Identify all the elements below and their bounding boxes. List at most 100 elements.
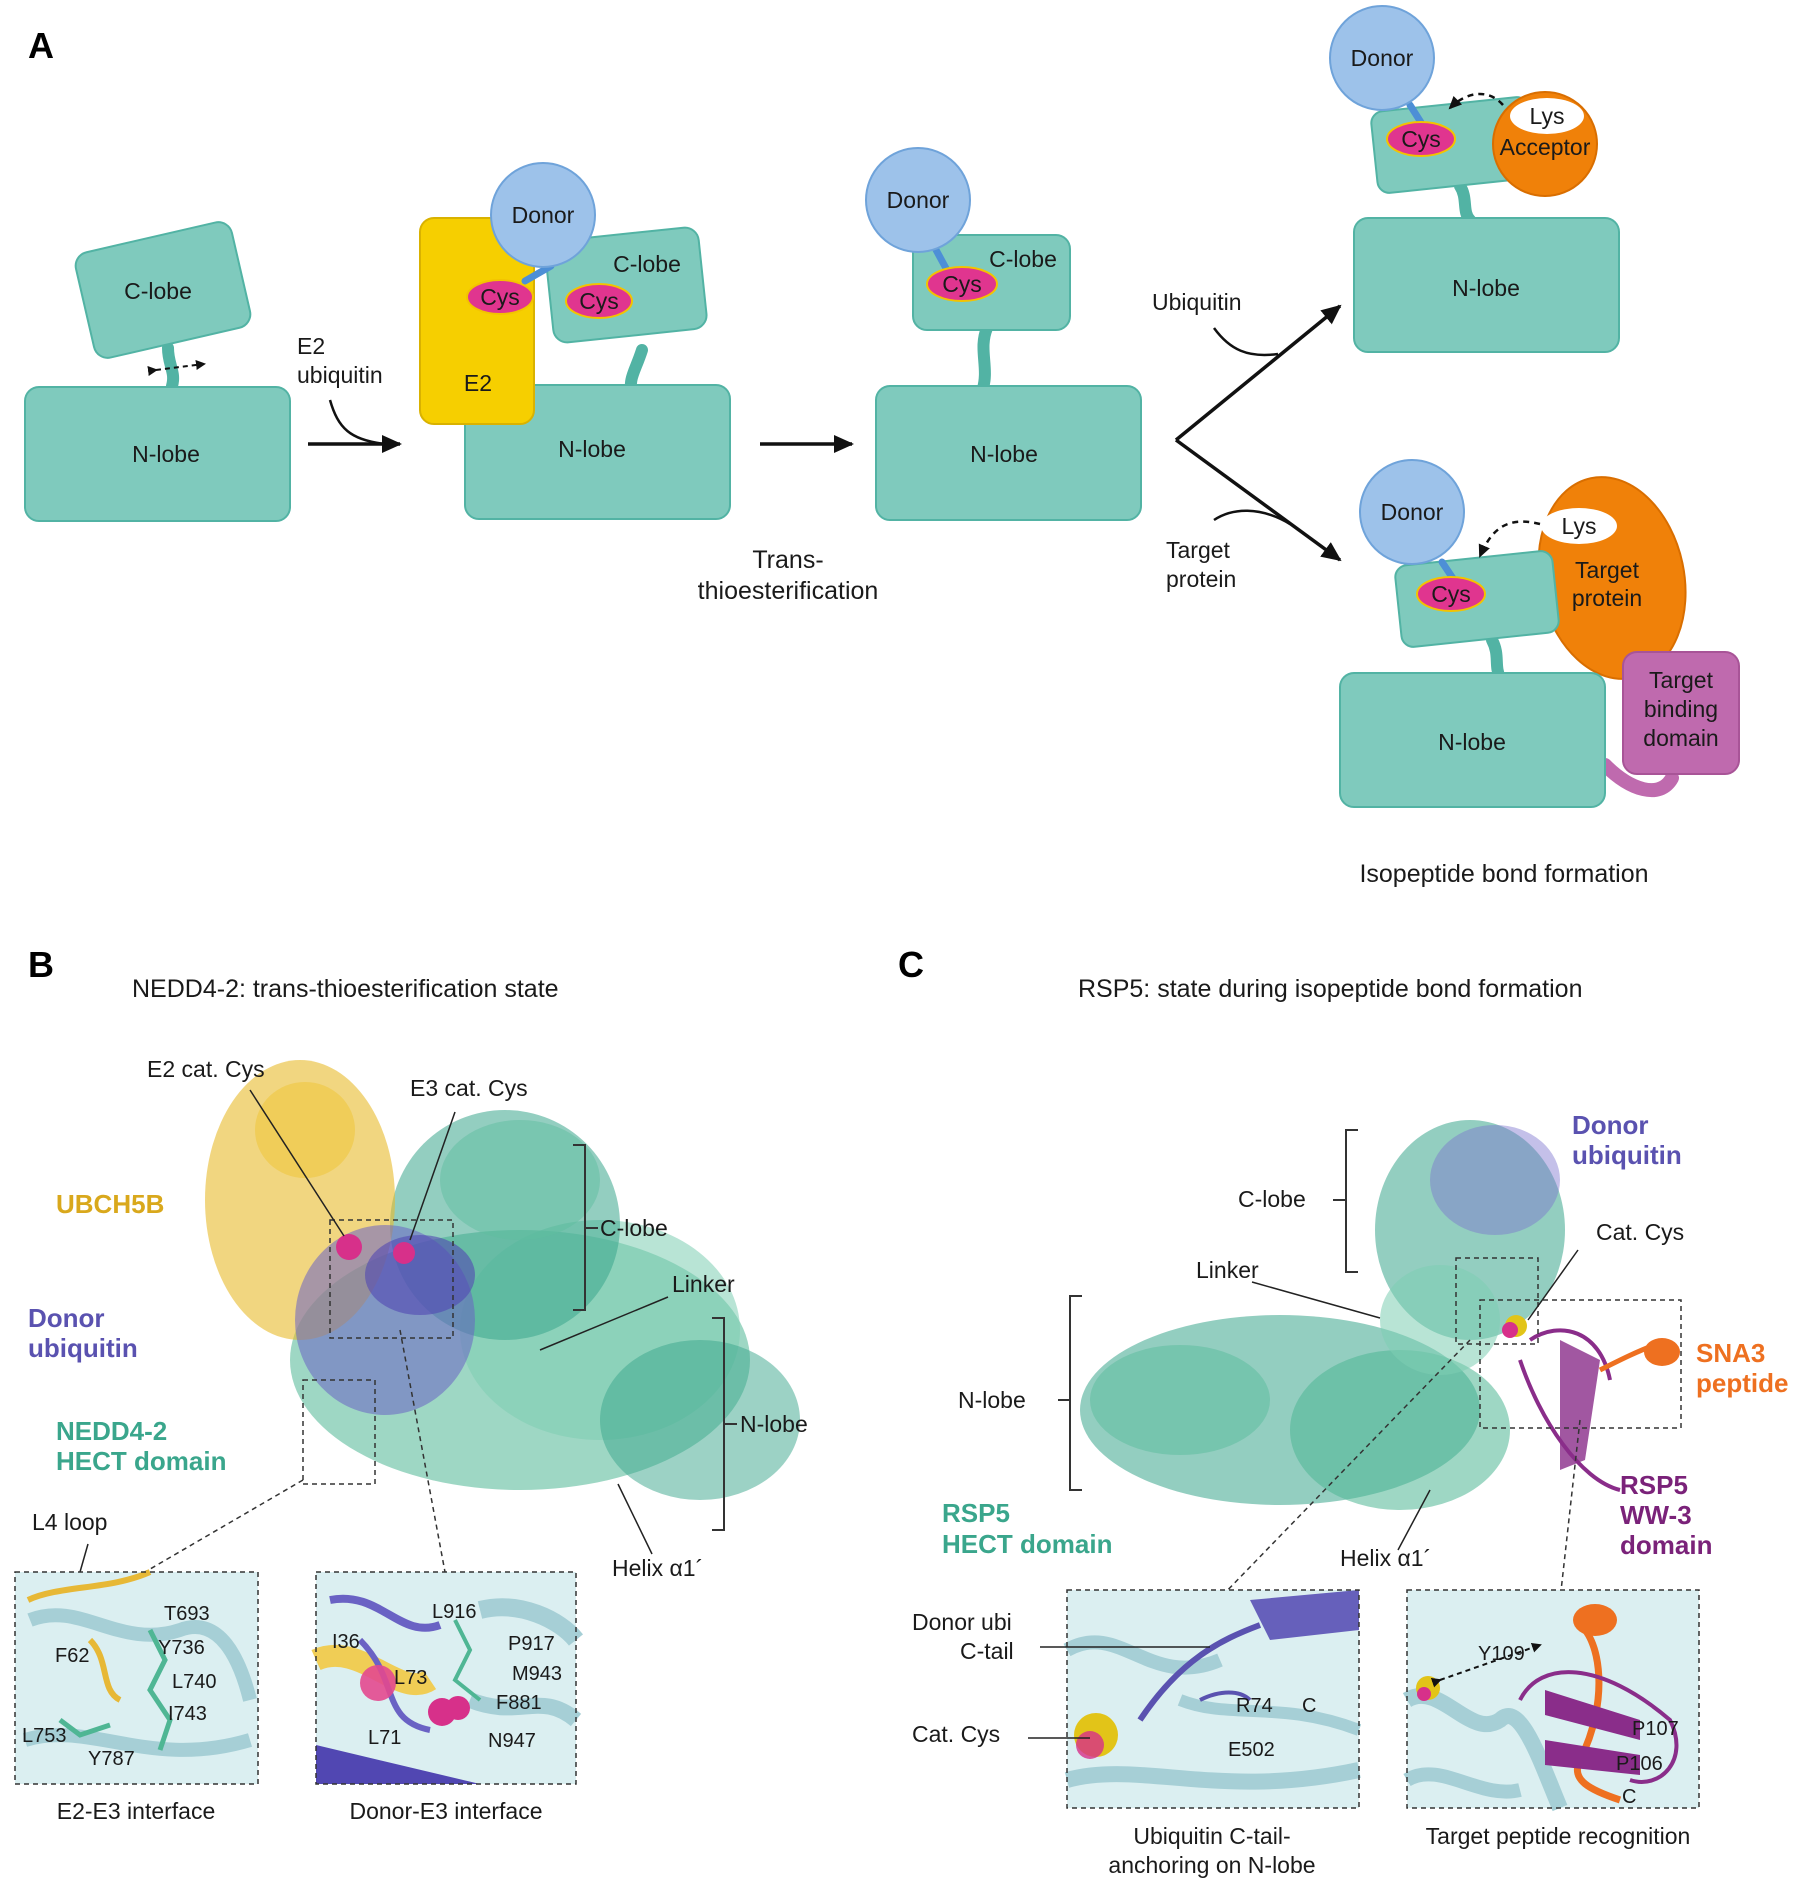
stage4b-n-lobe <box>1339 672 1606 808</box>
panel-c-title: RSP5: state during isopeptide bond forma… <box>1078 975 1582 1003</box>
arrow-e2-ubiquitin: E2 ubiquitin <box>297 333 402 453</box>
b-inset1-label-1: Y736 <box>158 1637 205 1659</box>
b-inset2-label-0: L916 <box>432 1601 477 1623</box>
b-inset1-label-5: L753 <box>22 1725 67 1747</box>
stage1-n-lobe <box>24 386 291 522</box>
b-inset2-label-1: I36 <box>332 1631 360 1653</box>
stage2-e2-cys-label: Cys <box>480 284 520 310</box>
c-cat-cys-2-label: Cat. Cys <box>912 1721 1000 1747</box>
c-inset2-caption: Target peptide recognition <box>1426 1823 1691 1849</box>
sna3-label-1: SNA3 <box>1696 1338 1765 1368</box>
b-inset1-label-6: Y787 <box>88 1748 135 1770</box>
panel-b-title: NEDD4-2: trans-thioesterification state <box>132 975 559 1003</box>
stage4a-n-lobe <box>1353 217 1620 353</box>
binding-label-3: domain <box>1643 725 1718 751</box>
l4-loop-label: L4 loop <box>32 1509 107 1535</box>
c-cat-cys-label: Cat. Cys <box>1596 1219 1684 1245</box>
stage3-n-lobe-label: N-lobe <box>970 441 1038 467</box>
panel-a-letter: A <box>28 25 54 66</box>
ww-label-3: domain <box>1620 1530 1712 1560</box>
b-inset2-label-5: F881 <box>496 1692 542 1714</box>
target-branch-label-2: protein <box>1166 566 1236 592</box>
donor-ubiquitin-label-2: ubiquitin <box>28 1333 138 1363</box>
c-donor-label-1: Donor <box>1572 1110 1649 1140</box>
stage1-c-lobe-label: C-lobe <box>124 278 192 304</box>
c-donor-label-2: ubiquitin <box>1572 1140 1682 1170</box>
isopeptide-caption: Isopeptide bond formation <box>1359 860 1648 888</box>
stage4a-acceptor-label: Acceptor <box>1500 134 1591 160</box>
stage4b-n-lobe-label: N-lobe <box>1438 729 1506 755</box>
b-inset1-label-2: F62 <box>55 1645 89 1667</box>
stage4a-donor-label: Donor <box>1351 45 1414 71</box>
stage2-donor-label: Donor <box>512 202 575 228</box>
stage2-e2 <box>419 217 535 425</box>
c-inset1-caption-1: Ubiquitin C-tail- <box>1133 1823 1290 1849</box>
stage1-n-lobe-label: N-lobe <box>132 441 200 467</box>
nedd4-label-2: HECT domain <box>56 1446 226 1476</box>
stage4b-binding-domain <box>1622 651 1740 775</box>
b-inset2-label-7: N947 <box>488 1730 536 1752</box>
stage1-c-lobe <box>74 221 252 359</box>
stage3-hect: C-lobe N-lobe Donor Cys <box>865 147 1142 521</box>
arrow-trans-thioesterification: Trans- thioesterification <box>698 435 878 605</box>
e2-ubiquitin-label-1: E2 <box>297 333 325 359</box>
c-inset2-label-0: Y109 <box>1478 1643 1525 1665</box>
stage4a-cys <box>1386 121 1456 157</box>
c-n-lobe-label: N-lobe <box>958 1387 1026 1413</box>
stage4a-lys <box>1510 98 1584 134</box>
c-linker-label: Linker <box>1196 1257 1259 1283</box>
stage4-target-protein: N-lobe Target binding domain Donor Cys L… <box>1339 459 1740 808</box>
ww-label-2: WW-3 <box>1620 1500 1692 1530</box>
b-inset2-caption: Donor-E3 interface <box>349 1798 542 1824</box>
stage4b-cys <box>1416 576 1486 612</box>
stage4b-target-label-1: Target <box>1575 557 1640 583</box>
c-inset1-label-1: C <box>1302 1695 1316 1717</box>
sna3-label-2: peptide <box>1696 1368 1788 1398</box>
e2-cat-cys-label: E2 cat. Cys <box>147 1056 265 1082</box>
stage2-n-lobe-label: N-lobe <box>558 436 626 462</box>
stage4b-target-label-2: protein <box>1572 585 1642 611</box>
stage4a-cys-label: Cys <box>1401 126 1441 152</box>
stage4b-donor-label: Donor <box>1381 499 1444 525</box>
ubch5b-label: UBCH5B <box>56 1189 164 1219</box>
donor-ubiquitin-label-1: Donor <box>28 1303 105 1333</box>
stage3-c-lobe-label: C-lobe <box>989 246 1057 272</box>
stage4a-lys-label: Lys <box>1530 103 1565 129</box>
b-inset-donor-e3 <box>311 1571 584 1785</box>
stage2-e2-label: E2 <box>464 370 492 396</box>
nedd4-structure <box>71 1060 800 1601</box>
stage4b-lys-label: Lys <box>1562 513 1597 539</box>
b-inset2-label-4: M943 <box>512 1663 562 1685</box>
b-c-lobe-label: C-lobe <box>600 1215 668 1241</box>
binding-label-2: binding <box>1644 696 1718 722</box>
ww-label-1: RSP5 <box>1620 1470 1688 1500</box>
b-helix-label: Helix α1´ <box>612 1555 703 1581</box>
stage3-cys <box>926 266 998 302</box>
donor-ubi-label-2: C-tail <box>960 1638 1014 1664</box>
stage4b-lys <box>1541 508 1617 544</box>
c-inset2-label-1: P107 <box>1632 1718 1679 1740</box>
e3-cat-cys-label: E3 cat. Cys <box>410 1075 528 1101</box>
stage3-donor-label: Donor <box>887 187 950 213</box>
stage3-donor <box>865 147 971 253</box>
trans-label-1: Trans- <box>752 546 823 574</box>
c-inset1-caption-2: anchoring on N-lobe <box>1108 1852 1315 1878</box>
b-inset2-label-3: L73 <box>394 1667 427 1689</box>
e2-ubiquitin-label-2: ubiquitin <box>297 362 383 388</box>
rsp5-structure <box>1058 1120 1682 1601</box>
panel-b-letter: B <box>28 944 54 985</box>
c-helix-label: Helix α1´ <box>1340 1545 1431 1571</box>
b-n-lobe-label: N-lobe <box>740 1411 808 1437</box>
b-inset1-label-3: L740 <box>172 1671 217 1693</box>
c-c-lobe-label: C-lobe <box>1238 1186 1306 1212</box>
rsp5-label-2: HECT domain <box>942 1529 1112 1559</box>
c-inset1-label-0: R74 <box>1236 1695 1273 1717</box>
b-inset2-label-6: L71 <box>368 1727 401 1749</box>
binding-label-1: Target <box>1649 667 1714 693</box>
c-inset2-label-3: C <box>1622 1786 1636 1808</box>
b-linker-label: Linker <box>672 1271 735 1297</box>
b-inset1-label-4: I743 <box>168 1703 207 1725</box>
stage1-hect: C-lobe N-lobe <box>24 221 291 522</box>
c-inset2-label-2: P106 <box>1616 1753 1663 1775</box>
